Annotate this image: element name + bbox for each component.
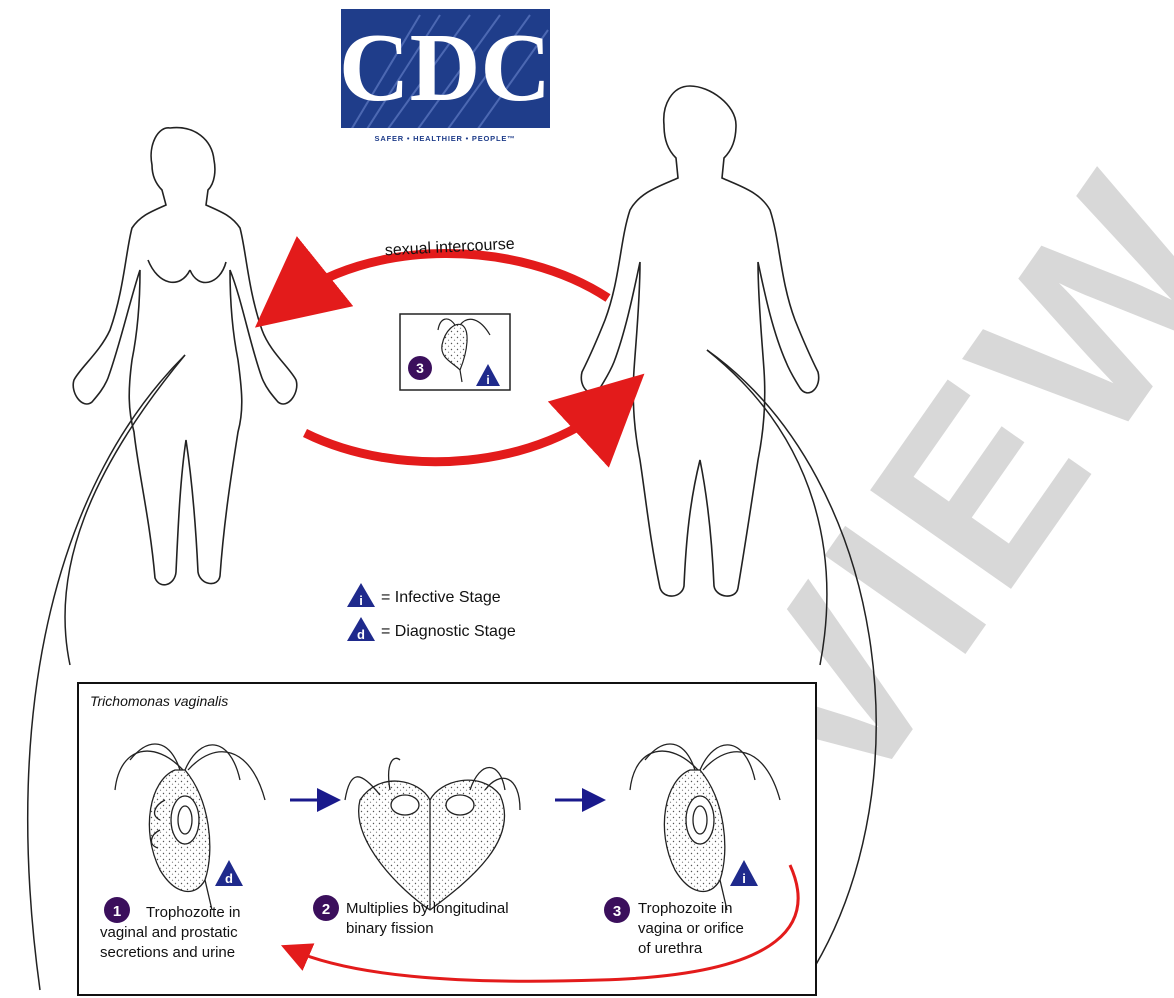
svg-text:secretions and urine: secretions and urine <box>100 944 235 961</box>
female-figure <box>73 128 297 585</box>
cdc-logo: CDC SAFER • HEALTHIER • PEOPLE™ <box>339 9 551 146</box>
svg-text:binary fission: binary fission <box>346 920 434 937</box>
legend-diagnostic-letter: d <box>357 627 365 642</box>
svg-text:Multiplies by longitudinal: Multiplies by longitudinal <box>346 900 509 917</box>
svg-text:vaginal and prostatic: vaginal and prostatic <box>100 924 238 941</box>
stage-1-label: 1 Trophozoite in vaginal and prostatic s… <box>100 897 241 961</box>
center-stage-box: 3 i <box>400 314 510 390</box>
lifecycle-box: Trichomonas vaginalis d <box>78 683 816 995</box>
svg-text:2: 2 <box>322 901 330 918</box>
arrow-male-to-female <box>283 253 608 305</box>
stage-1-marker-letter: d <box>225 871 233 886</box>
svg-text:1: 1 <box>113 903 121 920</box>
svg-text:of urethra: of urethra <box>638 940 703 957</box>
logo-text: CDC <box>339 14 551 122</box>
svg-text:Trophozoite in: Trophozoite in <box>146 904 241 921</box>
svg-text:vagina or orifice: vagina or orifice <box>638 920 744 937</box>
stage-3-marker-letter: i <box>742 871 746 886</box>
legend-infective-text: = Infective Stage <box>381 589 501 606</box>
arrow-female-to-male <box>305 398 618 462</box>
legend: i = Infective Stage d = Diagnostic Stage <box>347 583 516 642</box>
center-infective-letter: i <box>486 373 489 387</box>
legend-diagnostic-text: = Diagnostic Stage <box>381 623 516 640</box>
svg-text:3: 3 <box>613 903 621 920</box>
logo-tagline: SAFER • HEALTHIER • PEOPLE™ <box>375 134 516 143</box>
organism-name: Trichomonas vaginalis <box>90 693 228 709</box>
legend-infective-letter: i <box>359 593 363 608</box>
center-stage-number: 3 <box>416 360 424 376</box>
svg-text:Trophozoite in: Trophozoite in <box>638 900 733 917</box>
